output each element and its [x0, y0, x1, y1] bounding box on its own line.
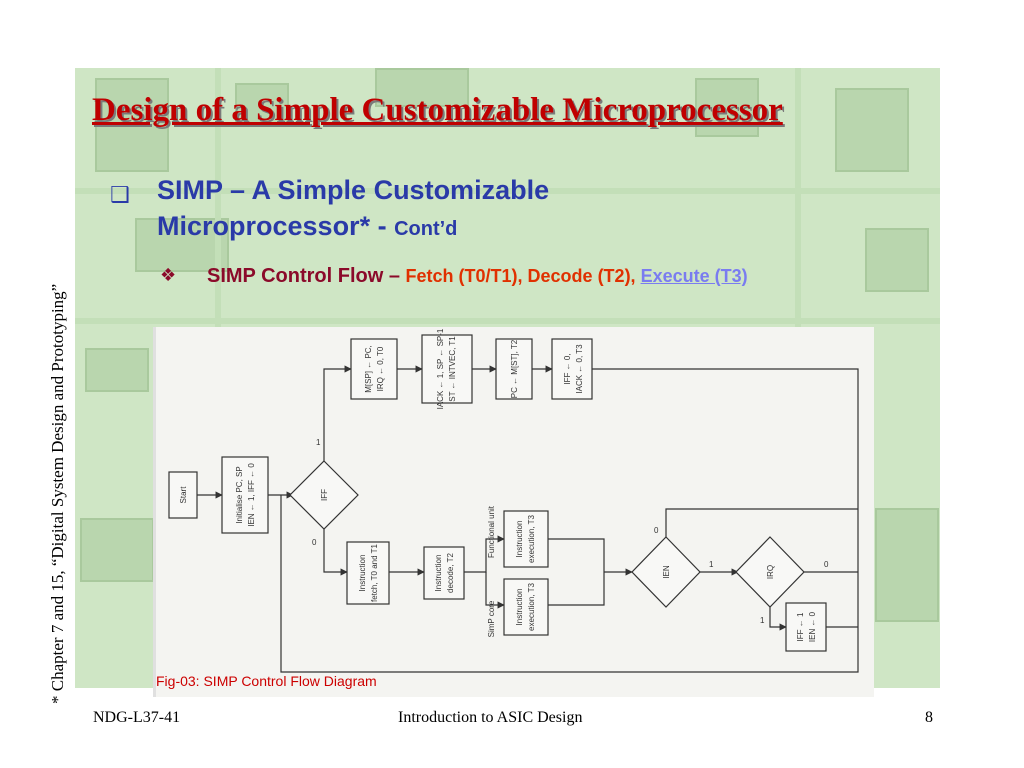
iff-yes-label: 1 [316, 438, 321, 447]
exec-fu-label-2: execution, T3 [527, 515, 536, 563]
int1-label-2: IRQ ← 0, T0 [376, 346, 385, 391]
start-label: Start [179, 486, 188, 504]
setiff-box [785, 602, 827, 652]
decode-label-2: decode, T2 [446, 553, 455, 593]
control-flow-svg: Start Initialise PC, SP IEN ← 1, IFF ← 0… [168, 328, 859, 673]
fetch-box [346, 541, 390, 605]
footer-course-title: Introduction to ASIC Design [398, 709, 583, 726]
simp-core-label: SimP core [487, 600, 496, 637]
footer-page-number: 8 [925, 709, 933, 726]
int-step2-box [421, 334, 473, 404]
int-step1-box [350, 338, 398, 400]
int3-label: PC ← M[ST], T2 [510, 339, 519, 398]
sidebar-reference-text: * Chapter 7 and 15, “Digital System Desi… [48, 283, 67, 704]
ien-no-label: 0 [654, 526, 659, 535]
int-step4-box [551, 338, 593, 400]
int-step3-box [495, 338, 533, 400]
edge-irq-yes-setiff [769, 607, 787, 631]
edge-iff-int1 [323, 365, 352, 461]
ien-label: IEN [662, 565, 671, 579]
iff-no-label: 0 [312, 538, 317, 547]
fetch-label-2: fetch, T0 and T1 [370, 543, 379, 602]
bullet-simp-contd: Cont’d [394, 218, 458, 240]
bullet-fetch-decode: Fetch (T0/T1), Decode (T2), [405, 266, 641, 286]
edge-decode-exec-core [485, 572, 505, 609]
int4-label-2: IACK ← 0, T3 [575, 344, 584, 394]
bullet-control-flow: SIMP Control Flow – Fetch (T0/T1), Decod… [207, 262, 937, 290]
irq-no-label: 0 [824, 560, 829, 569]
exec-core-label-1: Instruction [515, 589, 524, 626]
edge-iff-fetch [323, 529, 348, 576]
init-label-1: Initialise PC, SP [235, 466, 244, 523]
bullet-simp-main: SIMP – A Simple Customizable Microproces… [157, 175, 550, 241]
edge-decode-exec-fu [464, 535, 505, 573]
exec-core-label-2: execution, T3 [527, 583, 536, 631]
setiff-label-1: IFF ← 1 [796, 612, 805, 641]
slide-title: Design of a Simple Customizable Micropro… [92, 92, 783, 128]
bullet-control-flow-head: SIMP Control Flow – [207, 265, 406, 287]
figure-caption: Fig-03: SIMP Control Flow Diagram [156, 673, 377, 689]
control-flow-diagram: Start Initialise PC, SP IEN ← 1, IFF ← 0… [153, 327, 874, 697]
irq-yes-label: 1 [760, 616, 765, 625]
irq-decision [735, 536, 805, 608]
ien-yes-label: 1 [709, 560, 714, 569]
functional-unit-label: Functional unit [487, 505, 496, 558]
int2-label-1: IACK ← 1, SP ← SP-1 [436, 328, 445, 409]
exec-fu-box [503, 510, 549, 568]
execute-link[interactable]: Execute (T3) [640, 266, 748, 286]
decode-box [423, 546, 465, 600]
exec-core-box [503, 578, 549, 636]
exec-fu-label-1: Instruction [515, 521, 524, 558]
init-box [221, 456, 269, 534]
start-box [168, 471, 198, 519]
ien-decision [631, 536, 701, 608]
diamond-bullet-icon: ❖ [160, 265, 177, 286]
sidebar-reference-note: * Chapter 7 and 15, “Digital System Desi… [48, 214, 67, 704]
square-bullet-icon: ❑ [110, 183, 130, 208]
init-label-2: IEN ← 1, IFF ← 0 [247, 463, 256, 527]
footer-course-code: NDG-L37-41 [93, 709, 181, 726]
edge-ien-no-return [665, 508, 858, 537]
int1-label-1: M[SP] ← PC, [364, 345, 373, 393]
edge-int4-return [280, 368, 859, 673]
iff-decision [289, 460, 359, 530]
irq-label: IRQ [766, 565, 775, 579]
fetch-label-1: Instruction [358, 555, 367, 592]
iff-label: IFF [320, 489, 329, 501]
int2-label-2: ST ← INTVEC, T1 [448, 336, 457, 402]
setiff-label-2: IEN ← 0 [808, 611, 817, 642]
decode-label-1: Instruction [434, 555, 443, 592]
bullet-simp-heading: SIMP – A Simple Customizable Microproces… [157, 172, 757, 247]
edge-exec-merge [548, 538, 605, 606]
int4-label-1: IFF ← 0, [563, 353, 572, 384]
